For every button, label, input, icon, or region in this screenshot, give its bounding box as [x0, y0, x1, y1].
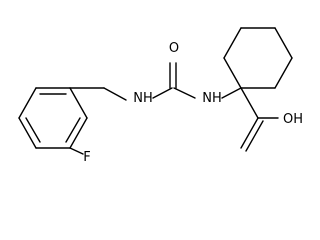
ring-bond-2: [69, 87, 88, 119]
bond-quaternary-carboxyl: [240, 87, 259, 119]
cyclohexane-ring: [223, 27, 293, 89]
benzene-ring: [18, 87, 88, 149]
carboxyl-double-bond-a: [240, 117, 259, 149]
amide-nh-left-label: NH: [133, 91, 153, 106]
cyclohexane-bond-2: [223, 27, 242, 59]
bond-nh-carbonyl: [152, 87, 173, 99]
bond-ch2-nh: [103, 87, 127, 101]
fluorine-label: F: [83, 150, 90, 165]
ring-bond-6: [18, 87, 37, 119]
ring-double-bond-inner-3: [25, 117, 41, 143]
bond-ring-fluorine: [69, 147, 84, 155]
acid-oh-label: OH: [283, 112, 303, 127]
molecule-diagram: F NH O NH OH: [18, 27, 303, 165]
bond-carbonyl-nh: [173, 87, 196, 99]
ring-bond-5: [18, 117, 37, 149]
cyclohexane-bond-1: [223, 57, 242, 89]
carbonyl-oxygen-label: O: [169, 41, 179, 56]
amide-nh-right-label: NH: [202, 91, 222, 106]
carboxyl-double-bond-b: [245, 120, 264, 152]
structure-canvas: F NH O NH OH: [18, 27, 304, 165]
cyclohexane-bond-5: [274, 57, 293, 89]
cyclohexane-bond-4: [274, 27, 293, 59]
ring-double-bond-inner-2: [65, 117, 81, 143]
ring-bond-3: [69, 117, 88, 149]
bond-nh-quaternary-carbon: [221, 87, 242, 99]
